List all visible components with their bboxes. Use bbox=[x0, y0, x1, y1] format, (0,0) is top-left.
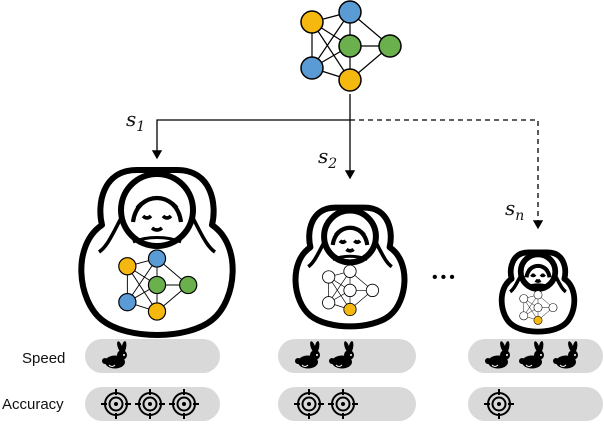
matryoshka-doll-icon bbox=[498, 249, 578, 335]
doll-mouth bbox=[150, 226, 164, 232]
network-node bbox=[548, 303, 558, 312]
doll-head bbox=[321, 207, 379, 266]
accuracy-bar bbox=[278, 387, 416, 421]
target-icon bbox=[135, 389, 165, 419]
target-icon bbox=[294, 389, 324, 419]
doll-eye bbox=[161, 214, 173, 220]
target-icon bbox=[169, 389, 199, 419]
network-node bbox=[343, 264, 357, 278]
network-node bbox=[147, 302, 167, 321]
doll-eye bbox=[141, 214, 153, 220]
network-node bbox=[300, 10, 324, 34]
network-node bbox=[338, 34, 362, 58]
accuracy-bar bbox=[85, 387, 220, 421]
network-node bbox=[147, 249, 167, 268]
target-icon bbox=[484, 389, 514, 419]
network-node bbox=[365, 283, 380, 297]
rabbit-icon bbox=[553, 341, 578, 369]
ellipsis: ••• bbox=[432, 269, 458, 286]
rabbit-icon bbox=[485, 341, 510, 369]
doll-eye bbox=[338, 239, 347, 244]
rabbit-icon bbox=[329, 341, 354, 369]
network-node bbox=[118, 292, 137, 312]
speed-label: Speed bbox=[22, 350, 65, 367]
network-node bbox=[300, 56, 324, 80]
accuracy-label: Accuracy bbox=[2, 396, 64, 413]
network-node bbox=[322, 296, 336, 310]
network-node bbox=[179, 275, 198, 295]
doll-eye bbox=[530, 273, 537, 278]
network-node bbox=[322, 270, 336, 284]
neural-network-icon bbox=[322, 264, 380, 317]
arrow-to-s1 bbox=[151, 119, 350, 160]
doll-head bbox=[517, 251, 559, 292]
rabbit-icon bbox=[519, 341, 544, 369]
network-node bbox=[338, 0, 362, 24]
metric-bars bbox=[85, 339, 603, 421]
network-node bbox=[378, 34, 402, 58]
doll-eye bbox=[539, 273, 546, 278]
doll-head bbox=[118, 171, 196, 249]
network-node bbox=[533, 290, 543, 300]
network-node bbox=[533, 303, 543, 312]
target-icon bbox=[101, 389, 131, 419]
network-node bbox=[343, 283, 357, 297]
matryoshka-doll-icon bbox=[292, 204, 408, 330]
network-node bbox=[533, 315, 543, 325]
neural-network-icon bbox=[300, 0, 402, 92]
network-node bbox=[338, 68, 362, 92]
doll-mouth bbox=[345, 247, 355, 253]
matryoshka-doll-icon bbox=[78, 167, 236, 338]
target-icon bbox=[328, 389, 358, 419]
doll-mouth bbox=[534, 278, 542, 283]
network-node bbox=[519, 294, 529, 304]
scale-label-sn: sn bbox=[505, 196, 524, 224]
network-node bbox=[147, 275, 167, 295]
network-node bbox=[118, 257, 137, 276]
scale-label-s1: s1 bbox=[126, 107, 145, 135]
speed-bar bbox=[85, 339, 220, 373]
neural-network-icon bbox=[118, 249, 198, 321]
neural-network-icon bbox=[519, 290, 558, 325]
network-node bbox=[343, 302, 357, 317]
network-node bbox=[519, 311, 529, 321]
scale-label-s2: s2 bbox=[318, 144, 337, 172]
rabbit-icon bbox=[102, 341, 127, 369]
scale-arrows bbox=[151, 94, 544, 230]
rabbit-icon bbox=[295, 341, 320, 369]
accuracy-bar bbox=[468, 387, 603, 421]
doll-eye bbox=[353, 239, 362, 244]
